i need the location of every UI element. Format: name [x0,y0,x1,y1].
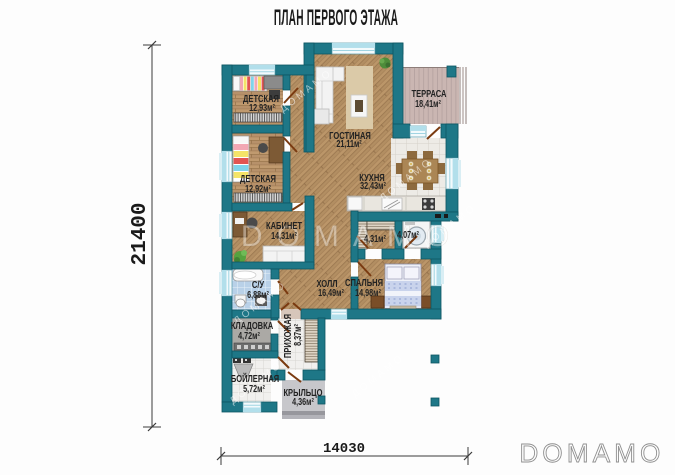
svg-text:5,72м²: 5,72м² [243,383,265,394]
svg-text:4,36м²: 4,36м² [292,396,314,407]
svg-text:КЛАДОВКА: КЛАДОВКА [231,320,274,331]
svg-text:ГОСТИНАЯ: ГОСТИНАЯ [329,130,371,141]
svg-text:14,98м²: 14,98м² [355,287,381,298]
svg-text:ДЕТСКАЯ: ДЕТСКАЯ [240,173,276,184]
svg-text:ХОЛЛ: ХОЛЛ [316,278,337,289]
svg-text:32,43м²: 32,43м² [360,180,386,191]
svg-text:14,31м²: 14,31м² [271,230,297,241]
svg-text:16,49м²: 16,49м² [318,287,344,298]
svg-text:ТЕРРАСА: ТЕРРАСА [412,88,447,99]
svg-text:8,37м²: 8,37м² [292,324,303,346]
svg-text:12,92м²: 12,92м² [245,183,271,194]
svg-text:БОЙЛЕРНАЯ: БОЙЛЕРНАЯ [231,372,279,385]
svg-text:DOMAMO: DOMAMO [241,220,463,253]
svg-text:21,11м²: 21,11м² [336,138,361,149]
svg-text:18,41м²: 18,41м² [415,98,441,109]
svg-text:КАБИНЕТ: КАБИНЕТ [266,220,302,231]
svg-text:ПРИХОЖАЯ: ПРИХОЖАЯ [282,314,293,358]
svg-text:14030: 14030 [323,441,365,457]
svg-text:DOMAMO: DOMAMO [519,438,664,468]
svg-text:КРЫЛЬЦО: КРЫЛЬЦО [283,387,322,398]
svg-text:6,88м²: 6,88м² [247,289,269,300]
svg-text:ПЛАН ПЕРВОГО ЭТАЖА: ПЛАН ПЕРВОГО ЭТАЖА [274,6,398,30]
svg-text:21400: 21400 [129,202,152,265]
svg-text:С/У: С/У [252,279,264,290]
svg-text:4,07м²: 4,07м² [397,229,419,240]
svg-text:4,31м²: 4,31м² [364,233,386,244]
svg-text:КУХНЯ: КУХНЯ [359,172,384,183]
svg-text:СПАЛЬНЯ: СПАЛЬНЯ [345,277,383,288]
svg-text:12,93м²: 12,93м² [249,102,275,113]
svg-text:ДЕТСКАЯ: ДЕТСКАЯ [243,93,279,104]
svg-text:4,72м²: 4,72м² [238,330,260,341]
